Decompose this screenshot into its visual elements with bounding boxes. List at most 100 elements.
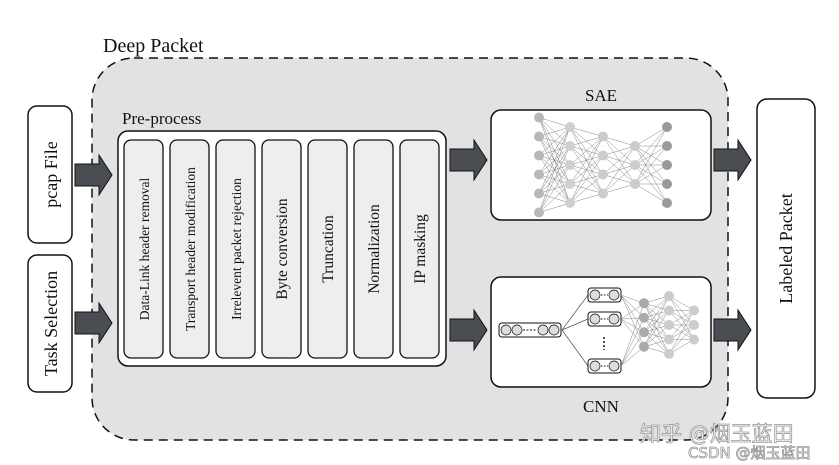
network-node (534, 207, 544, 218)
network-edge (538, 126, 571, 137)
network-node (664, 334, 674, 345)
network-edge (561, 294, 589, 331)
network-edge (538, 126, 571, 156)
network-node (662, 122, 672, 132)
network-edge (602, 136, 636, 147)
network-node (639, 312, 649, 323)
labeled-packet-box (756, 98, 816, 399)
network-edge (561, 318, 589, 331)
cnn-input-node (548, 324, 560, 336)
cnn-network (498, 287, 699, 374)
network-node (639, 341, 649, 352)
labeled-packet-label: Labeled Packet (776, 193, 796, 303)
network-node (664, 291, 674, 301)
preprocess-step-label: Byte conversion (274, 198, 291, 299)
cnn-input-node (537, 324, 549, 336)
sae-box (490, 109, 712, 221)
network-edge (643, 324, 670, 347)
network-edge (643, 310, 670, 347)
watermark-zhihu: 知乎 @烟玉蓝田 (640, 422, 794, 446)
sae-label: SAE (585, 86, 617, 105)
cnn-filter-node (608, 289, 620, 301)
network-edge (620, 318, 645, 347)
cnn-filter-node (608, 313, 620, 325)
preprocess-step-label: Transport header modification (183, 167, 198, 331)
task-selection-label: Task Selection (41, 271, 61, 376)
preprocess-label: Pre-process (122, 109, 201, 128)
cnn-input-node (500, 324, 512, 336)
task-selection-box (27, 254, 73, 393)
network-node (689, 320, 699, 330)
network-edge (538, 145, 571, 213)
network-node (664, 320, 674, 330)
network-edge (569, 136, 604, 185)
network-node (662, 179, 672, 189)
network-edge (602, 164, 636, 194)
preprocess-step-box (261, 139, 302, 359)
preprocess-step-box (307, 139, 348, 359)
network-edge (538, 126, 571, 194)
network-edge (620, 303, 645, 367)
network-node (662, 141, 672, 151)
cnn-box (490, 276, 712, 388)
network-node (639, 327, 649, 338)
network-edge (620, 332, 645, 367)
network-edge (620, 317, 645, 367)
cnn-filter-node (589, 313, 601, 325)
network-node (662, 160, 672, 170)
network-edge (634, 126, 668, 166)
preprocess-step-box (169, 139, 210, 359)
network-edge (634, 183, 668, 204)
preprocess-step-label: IP masking (412, 214, 429, 284)
preprocess-step-label: Normalization (366, 204, 383, 294)
pcap-file-box (27, 105, 73, 244)
cnn-filter-node (608, 360, 620, 372)
network-edge (634, 126, 668, 185)
pcap-file-label: pcap File (41, 141, 61, 207)
sae-network (534, 112, 672, 218)
preprocess-step-label: Truncation (320, 215, 337, 283)
network-edge (569, 174, 604, 204)
network-node (534, 169, 544, 180)
network-edge (668, 310, 695, 355)
preprocess-step-box (353, 139, 394, 359)
cnn-label: CNN (583, 397, 619, 416)
preprocess-step-box (123, 139, 164, 359)
network-edge (561, 329, 589, 367)
network-edge (634, 126, 668, 147)
watermark-csdn: CSDN @烟玉蓝田 (688, 444, 811, 462)
network-edge (569, 155, 604, 204)
network-edge (538, 183, 571, 213)
network-edge (634, 164, 668, 185)
network-edge (538, 126, 571, 213)
network-edge (602, 183, 636, 194)
network-node (639, 298, 649, 309)
network-edge (538, 202, 571, 213)
network-node (534, 188, 544, 199)
network-node (534, 131, 544, 142)
cnn-filter-node (589, 289, 601, 301)
network-node (565, 141, 575, 151)
network-node (598, 169, 608, 180)
network-edge (634, 145, 668, 185)
network-edge (643, 295, 670, 347)
network-node (598, 188, 608, 199)
network-edge (569, 126, 604, 137)
network-node (598, 131, 608, 142)
network-node (630, 160, 640, 170)
preprocess-step-label: Data-Link header removal (137, 178, 152, 321)
network-node (664, 349, 674, 359)
cnn-filter-node (589, 360, 601, 372)
network-edge (569, 136, 604, 204)
network-node (565, 179, 575, 189)
network-node (664, 305, 674, 316)
network-edge (569, 136, 604, 166)
deep-packet-title: Deep Packet (103, 35, 204, 57)
network-node (630, 179, 640, 189)
network-node (598, 150, 608, 161)
network-edge (668, 310, 695, 340)
network-edge (538, 117, 571, 128)
network-edge (602, 145, 636, 175)
network-edge (668, 324, 695, 355)
